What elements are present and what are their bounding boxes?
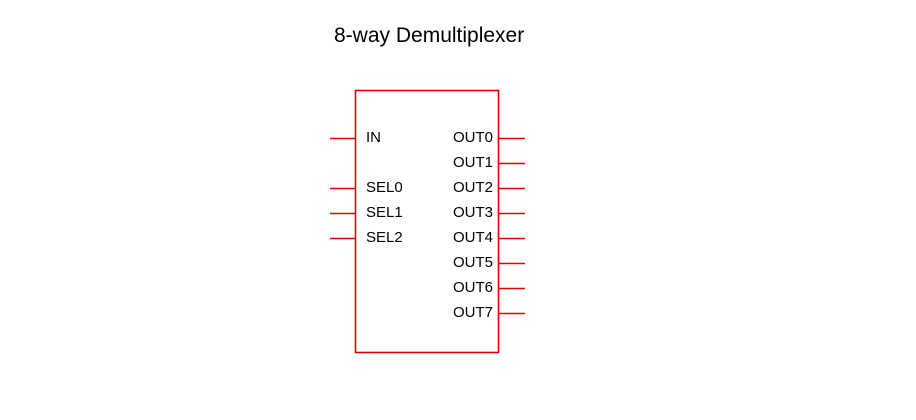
port-label-sel1: SEL1 [366, 204, 403, 221]
port-label-sel0: SEL0 [366, 179, 403, 196]
page-title: 8-way Demultiplexer [334, 24, 525, 47]
port-label-out6: OUT6 [452, 279, 493, 296]
port-label-sel2: SEL2 [366, 229, 403, 246]
component-body-outline [354, 89, 500, 354]
port-label-out1: OUT1 [452, 154, 493, 171]
port-label-out0: OUT0 [452, 129, 493, 146]
port-label-out4: OUT4 [452, 229, 493, 246]
port-label-in: IN [366, 129, 381, 146]
port-label-out2: OUT2 [452, 179, 493, 196]
port-label-out5: OUT5 [452, 254, 493, 271]
port-label-out7: OUT7 [452, 304, 493, 321]
port-label-out3: OUT3 [452, 204, 493, 221]
